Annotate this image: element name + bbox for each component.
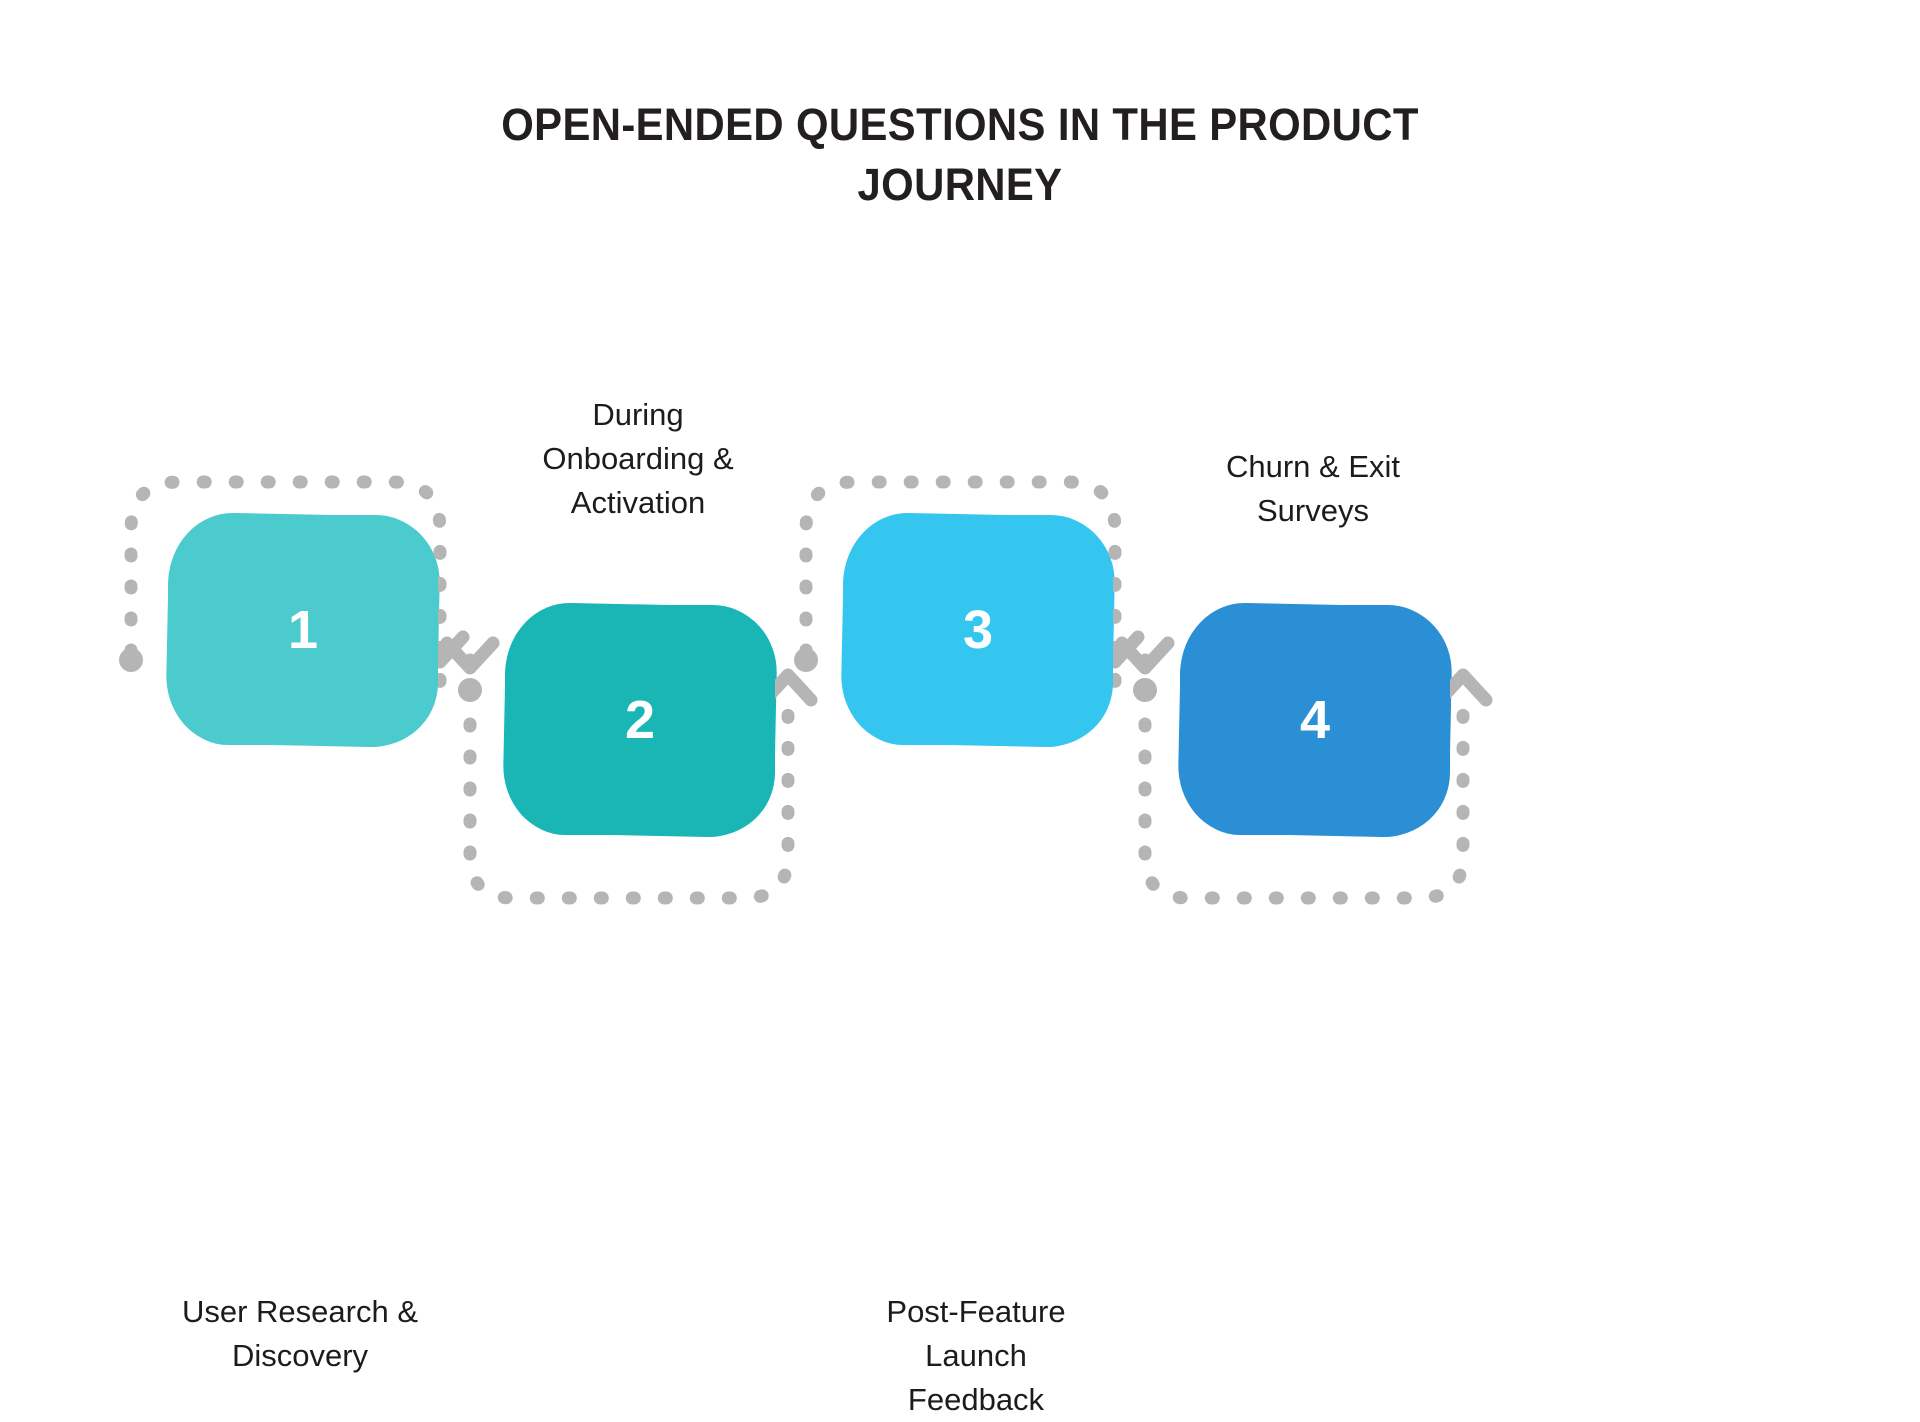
infographic-canvas: OPEN-ENDED QUESTIONS IN THE PRODUCT JOUR… <box>0 0 1920 1080</box>
step-4-shape[interactable]: 4 <box>1180 605 1450 835</box>
title-line-2: JOURNEY <box>857 158 1063 210</box>
step-3-shape[interactable]: 3 <box>843 515 1113 745</box>
step-2-shape[interactable]: 2 <box>505 605 775 835</box>
connector-junction-dot-2 <box>794 648 818 672</box>
step-1-shape[interactable]: 1 <box>168 515 438 745</box>
step-4-label: Churn & Exit Surveys <box>1225 449 1400 529</box>
step-2-label: During Onboarding & Activation <box>542 397 734 521</box>
step-1-label: User Research & Discovery <box>181 1294 419 1374</box>
connector-start-dot <box>119 648 143 672</box>
title-line-1: OPEN-ENDED QUESTIONS IN THE PRODUCT <box>501 99 1419 150</box>
chevron-down-icon-2 <box>440 636 500 675</box>
connector-junction-dot-1 <box>458 678 482 702</box>
step-2-number: 2 <box>624 690 656 750</box>
step-3-label: Post-Feature Launch Feedback <box>886 1294 1066 1418</box>
page-title: OPEN-ENDED QUESTIONS IN THE PRODUCT JOUR… <box>370 95 1550 215</box>
step-3-number: 3 <box>962 600 994 660</box>
step-4-number: 4 <box>1299 690 1331 750</box>
chevron-down-icon-4 <box>1115 636 1175 675</box>
connector-junction-dot-3 <box>1133 678 1157 702</box>
step-1-number: 1 <box>287 600 319 660</box>
